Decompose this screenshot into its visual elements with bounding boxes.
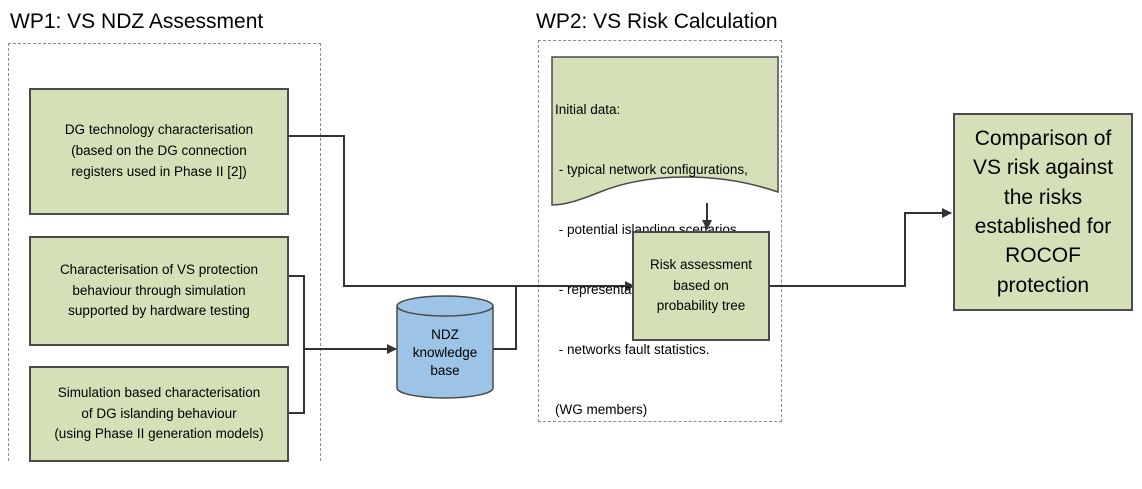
risk-assessment-box: Risk assessment based on probability tre…	[632, 231, 770, 341]
ndz-knowledge-base: NDZ knowledge base	[397, 326, 493, 380]
risk-to-comparison-arrow	[770, 208, 952, 287]
cylinder-line: NDZ	[431, 327, 459, 342]
initial-data-document	[551, 56, 779, 206]
cylinder-to-risk-connector	[493, 286, 517, 350]
box-line: protection	[996, 273, 1090, 297]
dg-technology-box: DG technology characterisation (based on…	[29, 88, 289, 215]
box-line: Characterisation of VS protection	[59, 261, 259, 277]
vs-protection-box: Characterisation of VS protection behavi…	[29, 236, 289, 346]
box-line: Simulation based characterisation	[57, 384, 261, 400]
box-line: of DG islanding behaviour	[81, 405, 237, 421]
cylinder-line: base	[430, 363, 460, 378]
simulation-box: Simulation based characterisation of DG …	[29, 366, 289, 462]
box-line: ROCOF	[1005, 244, 1081, 268]
simulation-connector	[289, 349, 305, 414]
comparison-box: Comparison of VS risk against the risks …	[953, 113, 1133, 311]
box-line: Risk assessment	[649, 256, 753, 272]
wp2-title: WP2: VS Risk Calculation	[536, 10, 778, 33]
box-line: VS risk against	[972, 156, 1114, 180]
dg-tech-to-risk-arrow	[287, 135, 635, 291]
box-line: behaviour through simulation	[72, 282, 246, 298]
ndz-cylinder-shape	[396, 295, 494, 399]
initial-data-line: - networks fault statistics.	[555, 342, 710, 357]
box-line: (based on the DG connection	[71, 143, 247, 159]
box-line: established for	[974, 215, 1112, 238]
box-line: DG technology characterisation	[64, 122, 254, 138]
wp1-group-frame	[8, 43, 321, 461]
box-line: registers used in Phase II [2])	[71, 163, 247, 179]
initial-data-line: (WG members)	[555, 402, 648, 417]
initial-data-line: Initial data:	[555, 102, 621, 117]
vs-protection-connector	[289, 275, 305, 349]
box-line: Comparison of	[974, 126, 1112, 150]
box-line: probability tree	[656, 298, 746, 314]
cylinder-line: knowledge	[412, 345, 478, 360]
box-line: based on	[673, 277, 729, 293]
wp1-title: WP1: VS NDZ Assessment	[10, 10, 264, 33]
box-line: the risks	[1003, 185, 1083, 209]
box-line: supported by hardware testing	[68, 303, 250, 319]
initial-data-line: - typical network configurations,	[555, 162, 748, 177]
box-line: (using Phase II generation models)	[54, 426, 264, 442]
wp2-group-frame	[538, 40, 782, 422]
